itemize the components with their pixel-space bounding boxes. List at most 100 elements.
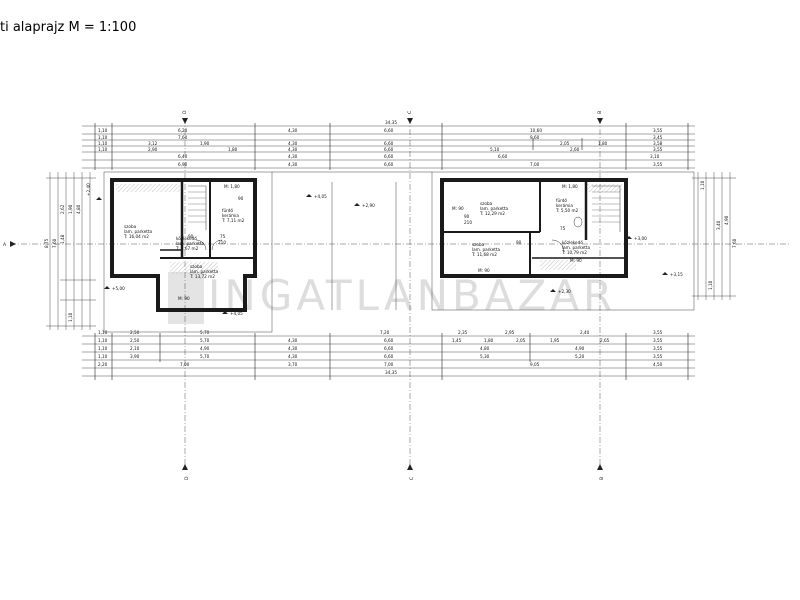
left-window-hatch (116, 184, 180, 192)
svg-text:6,60: 6,60 (384, 354, 394, 359)
level-marker: +2,90 (354, 203, 375, 208)
svg-text:3,58: 3,58 (653, 141, 663, 146)
svg-text:2,05: 2,05 (560, 141, 570, 146)
svg-text:7,00: 7,00 (530, 162, 540, 167)
svg-text:6,60: 6,60 (384, 147, 394, 152)
right-stair (592, 185, 621, 232)
bottom-dimension-chains (82, 335, 695, 377)
svg-text:T: 7,11 m2: T: 7,11 m2 (221, 218, 245, 223)
svg-text:6,60: 6,60 (498, 154, 508, 159)
svg-text:1,80: 1,80 (598, 141, 608, 146)
svg-text:6,40: 6,40 (178, 154, 188, 159)
level-marker: +3,15 (662, 272, 683, 277)
svg-text:1,95: 1,95 (550, 338, 560, 343)
left-dimension-labels: 8,75 7,60 2,62 1,48 1,90 4,80 1,10 (44, 204, 81, 322)
svg-text:90: 90 (516, 240, 522, 245)
svg-text:4,30: 4,30 (288, 338, 298, 343)
left-unit: szoba lam. parketta T: 16,04 m2 fürdő ke… (110, 178, 257, 312)
svg-text:3,55: 3,55 (653, 147, 663, 152)
svg-text:3,55: 3,55 (653, 128, 663, 133)
svg-text:3,90: 3,90 (130, 354, 140, 359)
svg-text:2,50: 2,50 (130, 338, 140, 343)
svg-text:3,55: 3,55 (653, 330, 663, 335)
svg-text:T: 11,68 m2: T: 11,68 m2 (471, 252, 497, 257)
svg-text:B: B (599, 477, 605, 480)
svg-text:1,80: 1,80 (228, 147, 238, 152)
top-dimension-chains (82, 125, 695, 169)
left-door-swing (211, 239, 223, 251)
svg-text:szoba: szoba (124, 224, 137, 229)
svg-text:C: C (409, 477, 415, 480)
watermark: INGATLANBAZAR (168, 271, 612, 324)
svg-text:1,45: 1,45 (452, 338, 462, 343)
svg-text:7,60: 7,60 (52, 238, 57, 248)
right-stair-hatch (540, 260, 576, 270)
svg-text:1,90: 1,90 (68, 204, 73, 214)
svg-text:2,60: 2,60 (570, 147, 580, 152)
svg-text:4,30: 4,30 (288, 354, 298, 359)
svg-text:1,10: 1,10 (98, 338, 108, 343)
svg-text:fürdő: fürdő (222, 208, 233, 213)
svg-text:+4,05: +4,05 (314, 194, 327, 199)
svg-text:közlekedő: közlekedő (562, 240, 583, 245)
svg-text:közlekedő: közlekedő (176, 236, 197, 241)
svg-text:fürdő: fürdő (556, 198, 567, 203)
svg-text:+5,00: +5,00 (112, 286, 125, 291)
level-marker: +2,40 (86, 183, 102, 200)
svg-text:6,60: 6,60 (384, 162, 394, 167)
axis-d-bottom: D (182, 464, 190, 480)
svg-text:9,05: 9,05 (530, 362, 540, 367)
svg-text:lam. parketta: lam. parketta (472, 247, 501, 252)
svg-text:210: 210 (464, 220, 472, 225)
left-unit-outer-wall (110, 178, 257, 312)
right-dimension-chains (692, 172, 736, 300)
right-stair-steps (592, 191, 620, 223)
svg-text:4,90: 4,90 (575, 346, 585, 351)
svg-text:90: 90 (188, 234, 194, 239)
right-toilet (573, 216, 583, 228)
left-stair-hatch (170, 262, 218, 274)
right-room2-label: fürdő kerámia T: 5,50 m2 (555, 198, 579, 213)
svg-text:1,10: 1,10 (98, 346, 108, 351)
svg-text:5,70: 5,70 (200, 354, 210, 359)
svg-text:7,20: 7,20 (380, 330, 390, 335)
right-room3-label: szoba lam. parketta T: 11,68 m2 (471, 242, 501, 257)
axis-b-top: B (597, 111, 603, 124)
svg-text:T: 7,67 m2: T: 7,67 m2 (175, 246, 199, 251)
svg-text:+3,00: +3,00 (634, 236, 647, 241)
svg-text:3,10: 3,10 (650, 154, 660, 159)
svg-text:3,12: 3,12 (148, 141, 158, 146)
svg-text:M: 1,80: M: 1,80 (562, 184, 578, 189)
left-stair (188, 185, 207, 230)
svg-text:4,30: 4,30 (288, 346, 298, 351)
right-unit-outer-wall (440, 178, 628, 278)
axis-markers: D C B D C B A (3, 110, 605, 480)
svg-text:T: 5,50 m2: T: 5,50 m2 (555, 208, 579, 213)
level-marker: +4,05 (222, 311, 243, 316)
svg-text:7,60: 7,60 (732, 238, 737, 248)
right-window-hatch (586, 184, 622, 192)
svg-text:1,90: 1,90 (200, 141, 210, 146)
svg-text:szoba: szoba (472, 242, 485, 247)
svg-text:B: B (597, 111, 603, 114)
svg-text:2,50: 2,50 (130, 330, 140, 335)
svg-text:+2,30: +2,30 (558, 289, 571, 294)
level-marker: +4,05 (306, 194, 327, 199)
svg-text:1,10: 1,10 (98, 141, 108, 146)
svg-text:6,60: 6,60 (384, 154, 394, 159)
svg-text:90: 90 (238, 196, 244, 201)
svg-text:3,55: 3,55 (653, 354, 663, 359)
svg-text:1,48: 1,48 (60, 234, 65, 244)
svg-text:szoba: szoba (480, 201, 493, 206)
svg-text:1,10: 1,10 (98, 330, 108, 335)
svg-text:8,75: 8,75 (44, 238, 49, 248)
svg-text:kerámia: kerámia (222, 213, 239, 218)
svg-text:4,90: 4,90 (724, 215, 729, 225)
svg-text:4,30: 4,30 (288, 154, 298, 159)
level-markers: +4,05 +2,90 +3,00 +5,00 +4,05 +3,15 +2,3… (86, 183, 683, 316)
plan-title: ti alaprajz M = 1:100 (0, 20, 137, 35)
top-dimension-labels: 34,35 1,10 6,20 4,30 6,60 10,60 3,55 1,1… (98, 120, 663, 167)
svg-text:4,80: 4,80 (76, 204, 81, 214)
right-door-swing (551, 239, 565, 253)
svg-text:+3,15: +3,15 (670, 272, 683, 277)
